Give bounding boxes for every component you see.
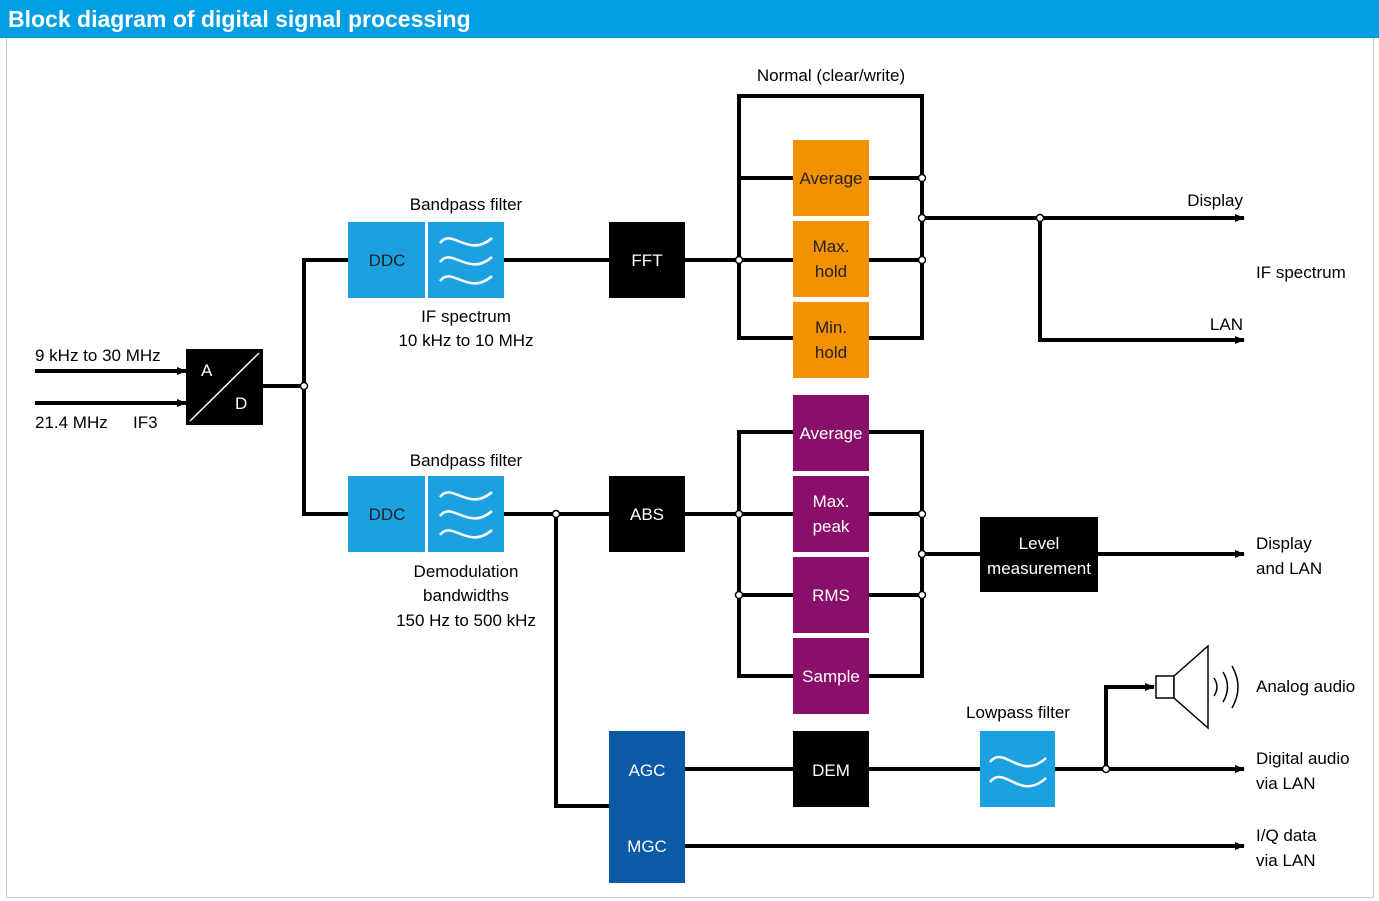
diagram-title: Block diagram of digital signal processi… bbox=[0, 0, 1379, 38]
min-hold-block bbox=[793, 302, 869, 378]
lowpass-filter-icon bbox=[989, 755, 1047, 788]
upper-ddc-block bbox=[348, 222, 425, 298]
agc-mgc-block bbox=[609, 731, 685, 883]
analog-audio-label: Analog audio bbox=[1256, 677, 1355, 696]
junction-dot bbox=[1035, 213, 1045, 223]
analog-audio-line bbox=[1104, 683, 1155, 769]
iq-data-label-2: via LAN bbox=[1256, 851, 1316, 870]
junction-dot bbox=[917, 590, 927, 600]
lowpass-filter-block bbox=[980, 731, 1055, 807]
junction-dot bbox=[917, 173, 927, 183]
rms-label: RMS bbox=[812, 586, 850, 605]
max-hold-label-1: Max. bbox=[813, 237, 850, 256]
ad-converter-label-a: A bbox=[201, 361, 213, 380]
rms-block bbox=[793, 557, 869, 633]
lower-average-block bbox=[793, 395, 869, 471]
level-measurement-label-1: Level bbox=[1019, 534, 1060, 553]
iq-data-label-1: I/Q data bbox=[1256, 826, 1317, 845]
if-spectrum-output-label: IF spectrum bbox=[1256, 263, 1346, 282]
junction-dot bbox=[551, 509, 561, 519]
digital-audio-label-2: via LAN bbox=[1256, 774, 1316, 793]
sample-label: Sample bbox=[802, 667, 860, 686]
sample-block bbox=[793, 638, 869, 714]
junction-dot bbox=[917, 549, 927, 559]
abs-label: ABS bbox=[630, 505, 664, 524]
junction-dots bbox=[299, 173, 1111, 774]
upper-display-label: Display bbox=[1187, 191, 1243, 210]
agc-label: AGC bbox=[629, 761, 666, 780]
junction-dot bbox=[734, 590, 744, 600]
dem-label: DEM bbox=[812, 761, 850, 780]
ad-converter-label-d: D bbox=[235, 394, 247, 413]
upper-lan-label: LAN bbox=[1210, 315, 1243, 334]
lower-bandpass-block bbox=[428, 476, 504, 552]
upper-bandpass-label: Bandpass filter bbox=[410, 195, 523, 214]
speaker-cone bbox=[1173, 644, 1209, 730]
lower-bandpass-label: Bandpass filter bbox=[410, 451, 523, 470]
input-label-1: 9 kHz to 30 MHz bbox=[35, 346, 161, 365]
junction-dot bbox=[299, 381, 309, 391]
upper-lan-line bbox=[1038, 218, 1245, 344]
upper-note-line2: 10 kHz to 10 MHz bbox=[398, 331, 533, 350]
speaker-icon bbox=[1155, 644, 1239, 730]
digital-audio-label-1: Digital audio bbox=[1256, 749, 1350, 768]
level-measurement-block bbox=[980, 517, 1098, 592]
lower-bandpass-filter bbox=[428, 476, 504, 552]
lower-note-line2: bandwidths bbox=[423, 586, 509, 605]
upper-note-line1: IF spectrum bbox=[421, 307, 511, 326]
junction-dot bbox=[1101, 764, 1111, 774]
junction-dot bbox=[917, 509, 927, 519]
bandpass-filter-icon bbox=[439, 237, 493, 285]
max-peak-label-1: Max. bbox=[813, 492, 850, 511]
upper-bandpass-filter bbox=[428, 222, 504, 298]
junction-dot bbox=[917, 213, 927, 223]
lowpass-filter bbox=[980, 731, 1055, 807]
lower-note-line3: 150 Hz to 500 kHz bbox=[396, 611, 536, 630]
ad-converter: A D bbox=[186, 349, 263, 425]
split-line bbox=[302, 258, 348, 516]
speaker-body bbox=[1155, 675, 1175, 699]
upper-average-label: Average bbox=[799, 169, 862, 188]
max-peak-block bbox=[793, 476, 869, 552]
upper-group-label: Normal (clear/write) bbox=[757, 66, 905, 85]
fft-block bbox=[609, 222, 685, 298]
lower-average-label: Average bbox=[799, 424, 862, 443]
lower-ddc-block bbox=[348, 476, 425, 552]
lower-ddc-label: DDC bbox=[369, 505, 406, 524]
ad-converter-diagonal bbox=[189, 352, 260, 422]
min-hold-label-2: hold bbox=[815, 343, 847, 362]
upper-bandpass-block bbox=[428, 222, 504, 298]
fft-label: FFT bbox=[631, 251, 662, 270]
bandpass-filter-icon bbox=[439, 491, 493, 539]
min-hold-label-1: Min. bbox=[815, 318, 847, 337]
input-label-2b: IF3 bbox=[133, 413, 158, 432]
upper-ddc-label: DDC bbox=[369, 251, 406, 270]
max-peak-label-2: peak bbox=[813, 517, 850, 536]
display-and-lan-label-1: Display bbox=[1256, 534, 1312, 553]
junction-dot bbox=[917, 255, 927, 265]
diagram-frame bbox=[6, 38, 1374, 898]
junction-dot bbox=[734, 255, 744, 265]
display-and-lan-label-2: and LAN bbox=[1256, 559, 1322, 578]
mgc-label: MGC bbox=[627, 837, 667, 856]
upper-average-block bbox=[793, 140, 869, 216]
demod-branch-line bbox=[554, 514, 609, 808]
input-label-2a: 21.4 MHz bbox=[35, 413, 108, 432]
max-hold-block bbox=[793, 221, 869, 297]
junction-dot bbox=[734, 509, 744, 519]
level-measurement-label-2: measurement bbox=[987, 559, 1091, 578]
upper-group-frame bbox=[737, 94, 924, 340]
lower-note-line1: Demodulation bbox=[414, 562, 519, 581]
max-hold-label-2: hold bbox=[815, 262, 847, 281]
abs-block bbox=[609, 476, 685, 552]
lowpass-filter-label: Lowpass filter bbox=[966, 703, 1070, 722]
dem-block bbox=[793, 731, 869, 807]
